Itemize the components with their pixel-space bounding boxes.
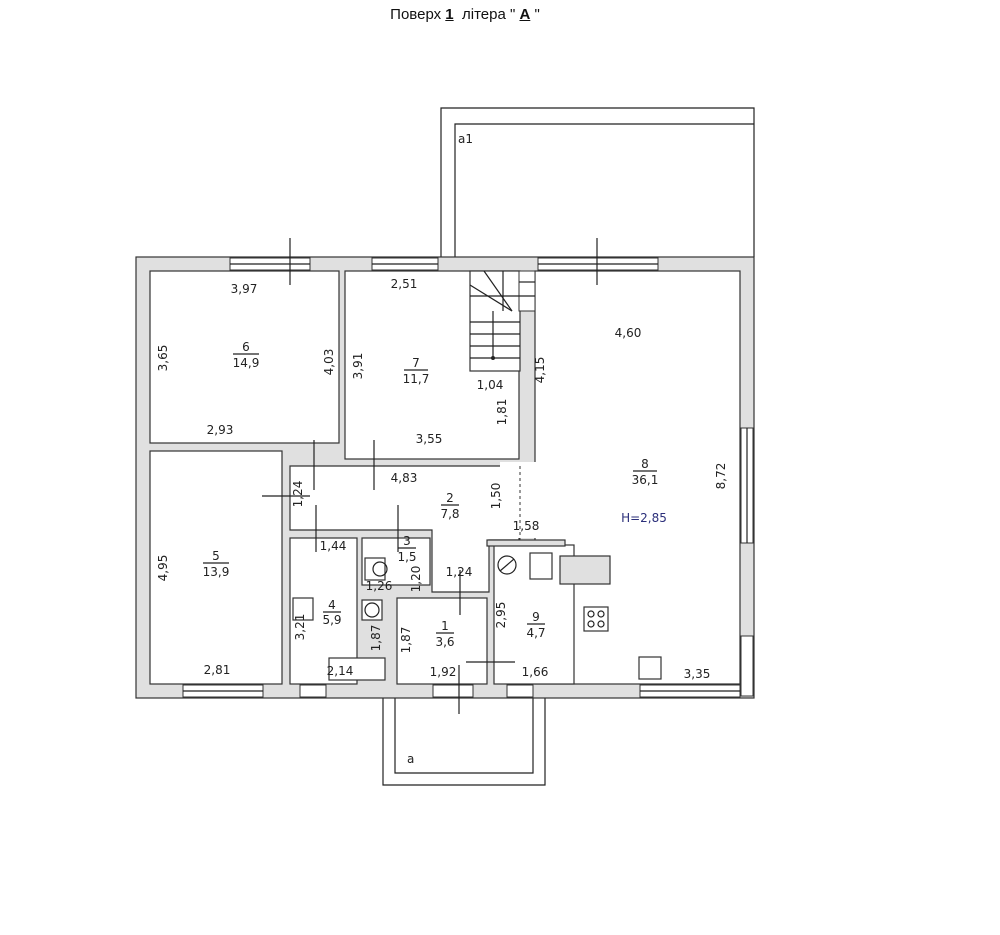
dim: 1,24: [291, 481, 305, 508]
plan-title: Поверх 1 літера " А ": [0, 6, 930, 23]
room-1: [396, 597, 488, 685]
room-6-number: 6: [242, 340, 250, 354]
dim: 1,26: [366, 579, 393, 593]
dim: 1,87: [399, 627, 413, 654]
room-3-number: 3: [403, 534, 411, 548]
boiler-icon: [497, 555, 517, 575]
dim: 4,95: [156, 555, 170, 582]
door-markers: [262, 238, 598, 714]
dim: 2,93: [207, 423, 234, 437]
room-labels: 1 3,6 2 7,8 3 1,5 4 5,9 5 13,9 6 14,9 7 …: [203, 340, 667, 649]
dim: 1,50: [489, 483, 503, 510]
staircase: [469, 270, 536, 372]
dim: 1,81: [495, 399, 509, 426]
title-suffix: ": [534, 6, 540, 23]
room-7-number: 7: [412, 356, 420, 370]
dim: 4,03: [322, 349, 336, 376]
balcony-a1: а1: [440, 107, 755, 257]
dimension-labels: 3,97 3,65 4,03 2,93 2,51 3,91 1,04 1,81 …: [156, 277, 728, 681]
room-9-area: 4,7: [526, 626, 545, 640]
dim: 4,60: [615, 326, 642, 340]
room-7-area: 11,7: [403, 372, 430, 386]
stove-icon: [583, 606, 609, 632]
dim: 1,20: [409, 566, 423, 593]
room-1-number: 1: [441, 619, 449, 633]
balcony-label: а1: [458, 132, 473, 146]
title-letter: А: [519, 6, 531, 23]
room-8-number: 8: [641, 457, 649, 471]
dim: 3,55: [416, 432, 443, 446]
bathtub-icon: [328, 657, 386, 681]
fixtures: [292, 552, 662, 681]
room-8-area: 36,1: [632, 473, 659, 487]
dim: 1,87: [369, 625, 383, 652]
room-6: [149, 270, 340, 444]
title-floor-number: 1: [445, 6, 454, 23]
sink-icon: [292, 597, 314, 621]
dim: 3,97: [231, 282, 258, 296]
heater-icon: [529, 552, 553, 580]
dim: 2,14: [327, 664, 354, 678]
dim: 8,72: [714, 463, 728, 490]
dim: 3,35: [684, 667, 711, 681]
dim: 1,66: [522, 665, 549, 679]
room-5-number: 5: [212, 549, 220, 563]
ceiling-height: H=2,85: [621, 511, 667, 525]
dim: 1,58: [513, 519, 540, 533]
room-6-area: 14,9: [233, 356, 260, 370]
room-4-number: 4: [328, 598, 336, 612]
room-5-area: 13,9: [203, 565, 230, 579]
porch-label: а: [407, 752, 414, 766]
dim: 2,81: [204, 663, 231, 677]
dim: 4,83: [391, 471, 418, 485]
dim: 2,95: [494, 602, 508, 629]
title-prefix: Поверх: [390, 6, 442, 23]
room-4-area: 5,9: [322, 613, 341, 627]
dim: 2,51: [391, 277, 418, 291]
room-1-area: 3,6: [435, 635, 454, 649]
porch-a: а: [382, 698, 546, 786]
dim: 1,44: [320, 539, 347, 553]
toilet-icon: [364, 557, 386, 581]
dim: 3,21: [293, 614, 307, 641]
dim: 1,92: [430, 665, 457, 679]
room-2-area: 7,8: [440, 507, 459, 521]
dim: 3,91: [351, 353, 365, 380]
dim: 3,65: [156, 345, 170, 372]
title-middle: літера ": [461, 6, 516, 23]
dim: 1,24: [446, 565, 473, 579]
room-9-number: 9: [532, 610, 540, 624]
kitchen-sink-icon: [638, 656, 662, 680]
room-5: [149, 450, 283, 685]
dim: 1,04: [477, 378, 504, 392]
dim: 4,15: [533, 357, 547, 384]
chimney-block: [559, 555, 611, 585]
room-3-area: 1,5: [397, 550, 416, 564]
room-2-number: 2: [446, 491, 454, 505]
